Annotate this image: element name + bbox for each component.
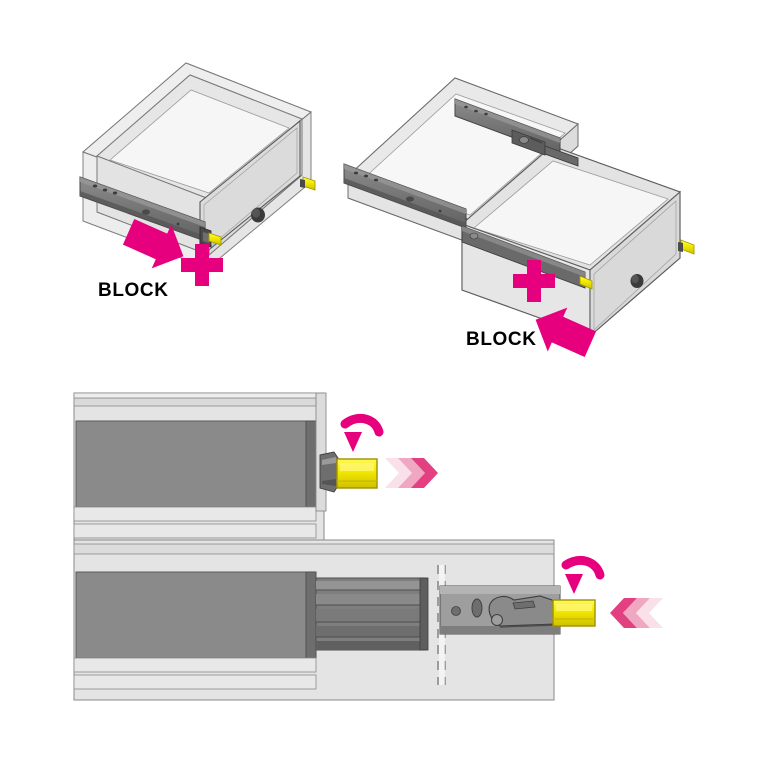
drawer-body-lower (75, 571, 317, 659)
telescoping-rail (315, 577, 429, 651)
slide-rail-lower (343, 163, 467, 229)
yellow-tab-lower (552, 599, 596, 627)
cross-section-lower (73, 539, 663, 701)
chevrons-lower-left (610, 598, 663, 628)
release-lever-assembly (439, 585, 561, 635)
yellow-release-tab-front (208, 232, 222, 246)
release-lever-front (199, 226, 212, 248)
block-label-right: BLOCK (466, 329, 537, 350)
latch-head-upper (319, 451, 339, 493)
slot-hole-icon (471, 598, 483, 618)
yellow-release-tab-open-front (579, 275, 593, 290)
panel-cross-section (73, 392, 663, 701)
block-cross-left (181, 244, 223, 286)
block-arrow-left (122, 219, 184, 269)
rivet-icon (451, 606, 461, 616)
curved-arrow-lower (561, 556, 605, 594)
drawer-box-extended (460, 145, 682, 338)
cross-section-upper (73, 392, 438, 554)
drawer-body-upper (75, 420, 317, 508)
panel-drawer-open: BLOCK (343, 77, 695, 357)
slide-rail-extension (461, 225, 586, 289)
yellow-release-tab-rear (300, 176, 316, 191)
block-arrow-right (535, 307, 597, 357)
panel-drawer-closed: BLOCK (79, 62, 316, 301)
slide-rail-left (79, 176, 206, 242)
yellow-release-tab-open-rear (678, 239, 695, 255)
chevrons-upper-right (385, 458, 438, 488)
block-cross-right (513, 260, 555, 302)
yellow-tab-upper (336, 458, 378, 489)
block-label-left: BLOCK (98, 280, 169, 301)
slide-rail-upper (454, 98, 579, 167)
curved-arrow-upper (340, 413, 384, 452)
